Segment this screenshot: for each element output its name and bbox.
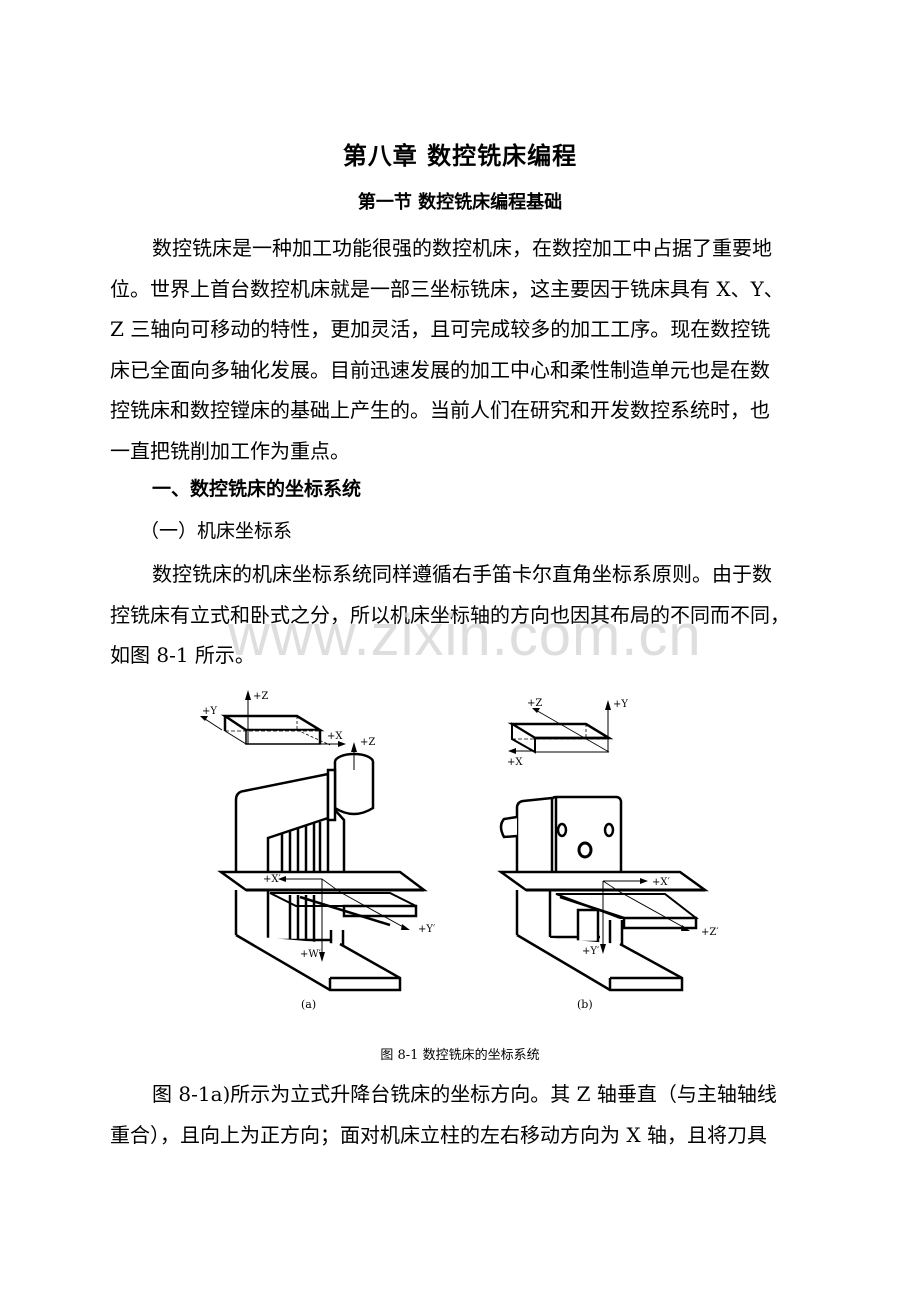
vertical-mill-drawing: +X′ +Y′ +W′ +Z +Y +X +Z (a) xyxy=(200,690,436,1011)
paragraph-line: 重合），且向上为正方向；面对机床立柱的左右移动方向为 X 轴，且将刀具 xyxy=(110,1122,767,1147)
paragraph-line: 如图 8-1 所示。 xyxy=(110,643,255,667)
paragraph-line: 一直把铣削加工作为重点。 xyxy=(110,438,350,463)
horizontal-mill-drawing: +Z +Y +X xyxy=(497,698,719,1011)
label-x-prime-b: +X′ xyxy=(652,877,670,888)
paragraph-line: 位。世界上首台数控机床就是一部三坐标铣床，这主要因于铣床具有 X、Y、 xyxy=(110,276,784,301)
sublabel-b: (b) xyxy=(577,998,593,1011)
label-z-b: +Z xyxy=(527,698,542,709)
label-x-b: +X xyxy=(507,757,523,768)
paragraph-line: 数控铣床的机床坐标系统同样遵循右手笛卡尔直角坐标系原则。由于数 xyxy=(152,562,772,586)
label-y-a: +Y xyxy=(202,706,217,717)
heading-machine-coordinate: （一）机床坐标系 xyxy=(140,520,293,542)
paragraph-line: 数控铣床是一种加工功能很强的数控机床，在数控加工中占据了重要地 xyxy=(152,236,772,260)
paragraph-line: Z 三轴向可移动的特性，更加灵活，且可完成较多的加工工序。现在数控铣 xyxy=(110,317,771,341)
label-z-a: +Z xyxy=(253,691,268,702)
paragraph-intro: 数控铣床是一种加工功能很强的数控机床，在数控加工中占据了重要地 位。世界上首台数… xyxy=(110,228,812,471)
paragraph-line: 控铣床有立式和卧式之分，所以机床坐标轴的方向也因其布局的不同而不同， xyxy=(110,602,790,627)
paragraph-line: 图 8-1a)所示为立式升降台铣床的坐标方向。其 Z 轴垂直（与主轴轴线 xyxy=(152,1082,777,1106)
label-z-prime-b: +Z′ xyxy=(701,927,719,938)
chapter-title: 第八章 数控铣床编程 xyxy=(342,142,578,170)
paragraph-vertical-mill: 图 8-1a)所示为立式升降台铣床的坐标方向。其 Z 轴垂直（与主轴轴线 重合）… xyxy=(110,1074,812,1155)
label-y-prime-b: +Y′ xyxy=(582,946,600,957)
label-x-prime-a: +X′ xyxy=(263,874,281,885)
figure-caption: 图 8-1 数控铣床的坐标系统 xyxy=(380,1048,540,1063)
label-w-prime-a: +W′ xyxy=(300,949,322,960)
paragraph-coordinate: 数控铣床的机床坐标系统同样遵循右手笛卡尔直角坐标系原则。由于数 控铣床有立式和卧… xyxy=(110,554,812,676)
paragraph-line: 控铣床和数控镗床的基础上产生的。当前人们在研究和开发数控系统时，也 xyxy=(110,398,770,422)
sublabel-a: (a) xyxy=(301,998,316,1011)
label-y-prime-a: +Y′ xyxy=(418,924,436,935)
figure-8-1: +X′ +Y′ +W′ +Z +Y +X +Z (a) xyxy=(190,680,740,1020)
label-y-b: +Y xyxy=(613,699,628,710)
paragraph-line: 床已全面向多轴化发展。目前迅速发展的加工中心和柔性制造单元也是在数 xyxy=(110,357,770,382)
label-spindle-z-a: +Z xyxy=(360,737,375,748)
label-x-a: +X xyxy=(327,731,343,742)
heading-coordinate-system: 一、数控铣床的坐标系统 xyxy=(152,478,362,500)
section-title: 第一节 数控铣床编程基础 xyxy=(357,192,563,213)
